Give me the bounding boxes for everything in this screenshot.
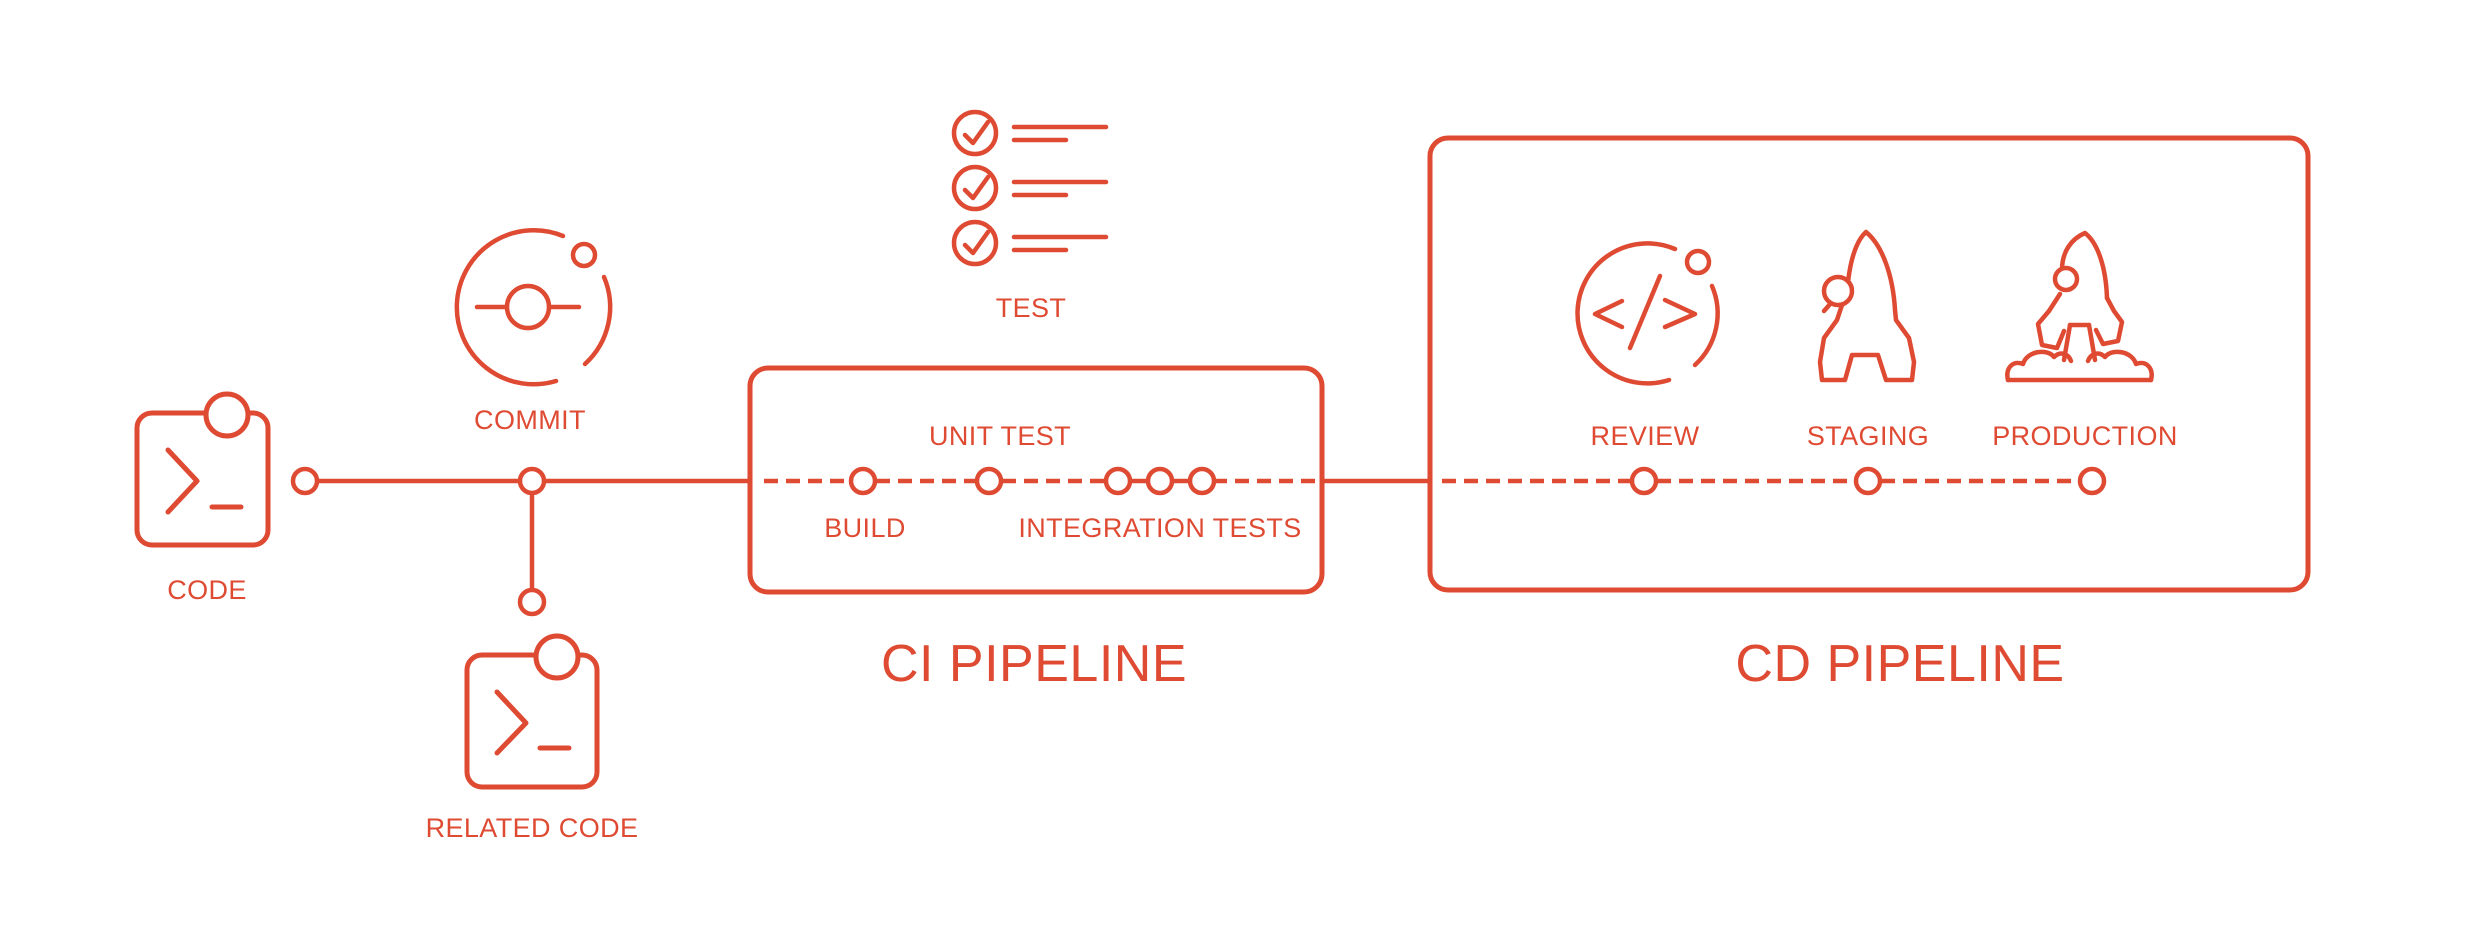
staging-node (1853, 466, 1883, 496)
integration-node-2 (1145, 466, 1175, 496)
related-code-label: RELATED CODE (425, 813, 639, 843)
build-label: BUILD (824, 513, 906, 543)
production-label: PRODUCTION (1992, 421, 2178, 451)
commit-node (517, 466, 547, 496)
ci-pipeline-box (747, 365, 1325, 595)
related-code-terminal-icon (464, 633, 600, 790)
staging-label: STAGING (1806, 421, 1930, 451)
production-node (2077, 466, 2107, 496)
checklist-row (951, 109, 1109, 157)
review-label: REVIEW (1590, 421, 1700, 451)
commit-label: COMMIT (474, 405, 586, 435)
cd-pipeline-box (1427, 135, 2311, 593)
code-review-icon (1575, 241, 1720, 386)
commit-orbit-icon (454, 228, 613, 387)
integration-node-1 (1103, 466, 1133, 496)
staging-rocket-icon (1817, 229, 1917, 383)
code-label: CODE (167, 575, 247, 605)
build-node (848, 466, 878, 496)
integration-node-3 (1187, 466, 1217, 496)
checklist-row (951, 164, 1109, 212)
test-label: TEST (995, 293, 1067, 323)
test-checklist-icon (951, 109, 1109, 267)
related-code-node (517, 587, 547, 617)
review-node (1629, 466, 1659, 496)
pipeline-nodes (290, 466, 2107, 617)
code-terminal-icon (134, 391, 271, 548)
checklist-row (951, 219, 1109, 267)
unit-test-node (974, 466, 1004, 496)
ci-pipeline-title: CI PIPELINE (880, 635, 1188, 693)
start-node (290, 466, 320, 496)
integration-tests-label: INTEGRATION TESTS (1018, 513, 1302, 543)
cd-pipeline-title: CD PIPELINE (1735, 635, 2065, 693)
production-rocket-launch-icon (2005, 230, 2154, 383)
unit-test-label: UNIT TEST (928, 421, 1072, 451)
pipeline-line (318, 478, 2079, 589)
